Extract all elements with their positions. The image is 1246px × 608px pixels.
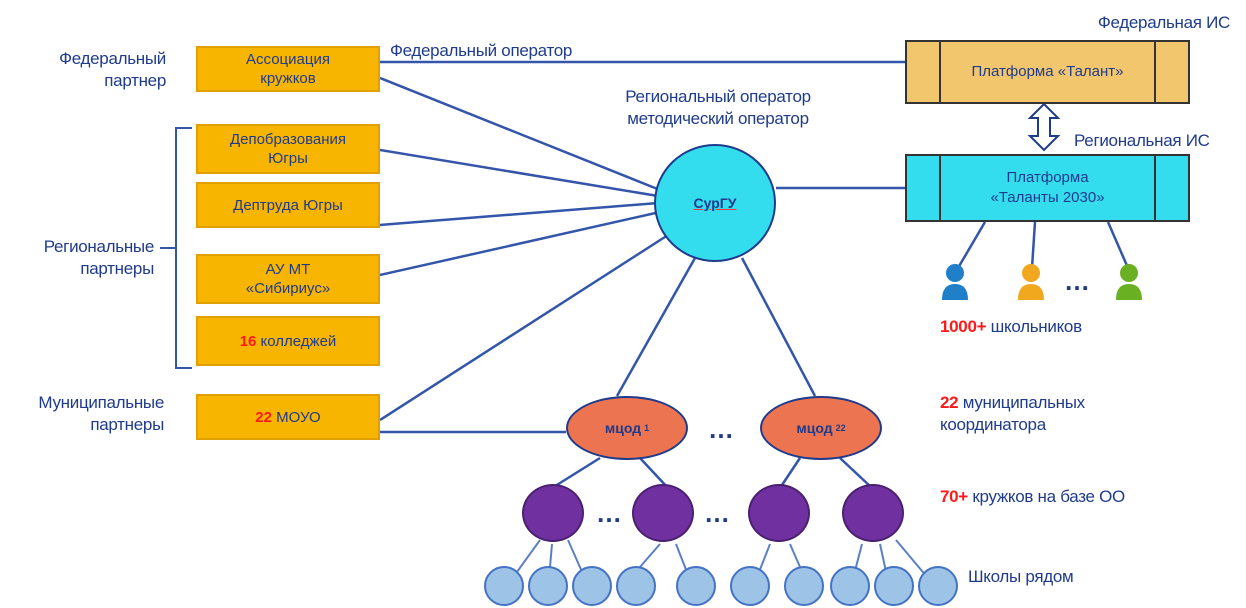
club-node [842,484,904,542]
students-count: 1000+ [940,317,987,336]
school-node [528,566,568,606]
club-ellipsis: … [596,498,624,528]
platform-right-bar [1154,42,1188,102]
federal-is-label: Федеральная ИС [1097,13,1230,32]
colleges-box: 16 колледжей [196,316,380,366]
school-node [918,566,958,606]
mcod-22-subscript: 22 [835,423,846,433]
regional-bracket [175,127,192,369]
line-platform-person3 [1106,221,1130,269]
line-platform-person1 [956,221,987,269]
student-green-icon [1116,264,1142,300]
clubs-text: кружков на базе ОО [967,487,1125,506]
mcod-1-subscript: 1 [644,423,650,433]
platform-right-bar [1154,156,1188,220]
municipal-partners-label: Муниципальные партнеры [38,393,164,434]
club-node [522,484,584,542]
line-mcod22-club4 [839,457,873,489]
clubs-count: 70+ [940,487,968,506]
line-mcod1-club1 [551,456,601,490]
platform-double-arrow [1027,102,1061,152]
line-deptrud-center [379,201,659,227]
federal-operator-label: Федеральный оператор [390,41,573,60]
students-label: 1000+ школьников [940,316,1200,338]
school-node [484,566,524,606]
platform-left-bar [907,42,941,102]
regional-operator-label: Региональный оператор методический опера… [625,87,811,128]
moyo-box: 22 МОУО [196,394,380,440]
moyo-text: МОУО [271,408,321,426]
students-ellipsis: … [1064,266,1092,296]
platform-left-bar [907,156,941,220]
school-node [830,566,870,606]
school-node [784,566,824,606]
colleges-count: 16 [239,332,257,350]
deptrud-box: Дептруда Югры [196,182,380,228]
federal-platform: Платформа «Талант» [905,40,1190,104]
colleges-text: колледжей [256,332,337,350]
line-aumt-center [379,210,661,277]
clubs-label: 70+ кружков на базе ОО [940,486,1200,508]
schools-near-label: Школы рядом [968,567,1074,586]
school-node [874,566,914,606]
line-depobr-center [379,148,659,198]
school-node [572,566,612,606]
association-box: Ассоциация кружков [196,46,380,92]
club-node [632,484,694,542]
school-node [616,566,656,606]
depobr-box: Депобразования Югры [196,124,380,174]
line-association-center [379,76,661,192]
line-mcod1-club2 [639,457,669,489]
regional-platform: Платформа «Таланты 2030» [905,154,1190,222]
student-orange-icon [1018,264,1044,300]
regional-partners-label: Региональные партнеры [43,237,155,278]
regional-is-label: Региональная ИС [1074,131,1210,150]
club-ellipsis: … [704,498,732,528]
line-mcod22-club3 [778,457,802,489]
students-text: школьников [986,317,1082,336]
mcod-1-label: мцод [604,420,642,436]
federal-partner-label: Федеральный партнер [59,49,166,90]
line-center-mcod1 [615,257,697,397]
student-blue-icon [942,264,968,300]
line-platform-person2 [1030,221,1037,269]
au-mt-box: АУ МТ «Сибириус» [196,254,380,304]
coordinators-label: 22 муниципальных координатора [940,392,1180,436]
mcod-22-label: мцод [796,420,833,436]
line-moyo-center [379,233,669,422]
school-node [730,566,770,606]
school-node [676,566,716,606]
line-center-mcod22 [740,257,817,397]
surgu-node: СурГУ [654,144,776,262]
coordinators-count: 22 [940,393,959,412]
mcod-ellipsis: … [708,414,736,444]
coordinators-text: муниципальных координатора [940,393,1085,434]
club-node [748,484,810,542]
moyo-count: 22 [255,408,272,426]
federal-platform-label: Платформа «Талант» [971,63,1124,80]
regional-platform-label: Платформа «Таланты 2030» [990,169,1105,206]
